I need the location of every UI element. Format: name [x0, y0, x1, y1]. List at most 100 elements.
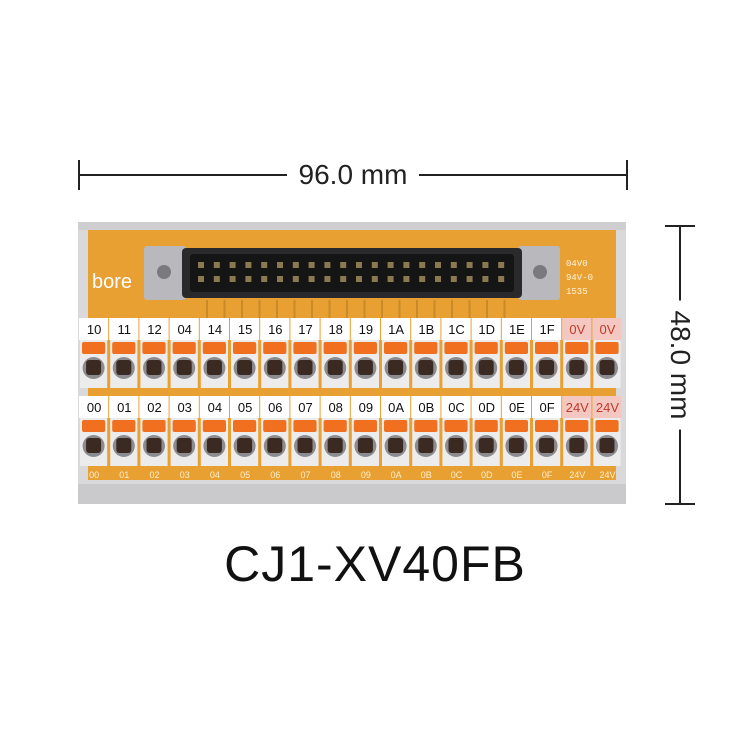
top-terminal-wire-hole [116, 360, 132, 375]
bottom-terminal-wire-hole [357, 438, 373, 453]
pcb-silkscreen-label: 0F [542, 470, 553, 480]
connector-pins [198, 262, 506, 318]
top-terminal-label-plate [411, 318, 441, 340]
top-terminal-lever[interactable] [384, 342, 408, 354]
bottom-terminal-wire-hole [297, 438, 313, 453]
top-terminal-lever[interactable] [323, 342, 347, 354]
top-terminal-lever[interactable] [233, 342, 257, 354]
pcb-trace [311, 300, 313, 318]
bottom-terminal-lever[interactable] [142, 420, 166, 432]
connector-pin [482, 276, 489, 282]
top-terminal-lever[interactable] [414, 342, 438, 354]
pcb-trace [346, 300, 348, 318]
bottom-terminal-label-plate [109, 396, 139, 418]
bottom-terminal-label-plate [532, 396, 562, 418]
bottom-terminal-label-plate [230, 396, 260, 418]
connector-pin [213, 276, 220, 282]
connector-pin [498, 276, 505, 282]
pcb-trace [486, 300, 488, 318]
height-dimension-label: 48.0 mm [664, 300, 696, 430]
top-terminal-lever[interactable] [202, 342, 226, 354]
top-terminal-label-plate [260, 318, 290, 340]
model-name: CJ1-XV40FB [224, 536, 526, 592]
bottom-terminal-wire-hole [599, 438, 615, 453]
bottom-terminal-label: 24V [566, 400, 589, 415]
bottom-terminal-lever[interactable] [202, 420, 226, 432]
bottom-terminal-label-plate [592, 396, 622, 418]
bottom-terminal-lever[interactable] [384, 420, 408, 432]
top-terminal-lever[interactable] [172, 342, 196, 354]
bottom-terminal-lever[interactable] [414, 420, 438, 432]
pcb-silkscreen-label: 04 [210, 470, 220, 480]
top-terminal-lever[interactable] [474, 342, 498, 354]
top-terminal-wire-hole [448, 360, 464, 375]
top-terminal-wire-hole [539, 360, 555, 375]
top-terminal-label-plate [230, 318, 260, 340]
top-terminal-lever[interactable] [504, 342, 528, 354]
pcb-silkscreen-label: 07 [300, 470, 310, 480]
bottom-terminal-wire-hole [478, 438, 494, 453]
bottom-terminal-lever[interactable] [82, 420, 106, 432]
top-terminal-lever[interactable] [595, 342, 619, 354]
bottom-terminal-lever[interactable] [323, 420, 347, 432]
top-terminal-wire-hole [388, 360, 404, 375]
bottom-terminal-lever[interactable] [172, 420, 196, 432]
connector-pin [371, 262, 378, 268]
bottom-terminal-lever[interactable] [233, 420, 257, 432]
bottom-terminal-label: 05 [238, 400, 252, 415]
din-rail-top [78, 222, 626, 230]
bottom-terminal-lever[interactable] [353, 420, 377, 432]
bottom-terminal-lever[interactable] [112, 420, 136, 432]
top-terminal-lever[interactable] [263, 342, 287, 354]
top-terminal-label-plate [199, 318, 229, 340]
connector-pin [198, 276, 204, 282]
bottom-terminal-label: 0C [448, 400, 465, 415]
connector-pin [403, 276, 410, 282]
top-terminal-label: 0V [600, 322, 616, 337]
bottom-terminal-label: 24V [596, 400, 619, 415]
bottom-terminal-label-plate [79, 396, 109, 418]
top-terminal-label: 14 [208, 322, 222, 337]
bottom-terminal-lever[interactable] [474, 420, 498, 432]
connector-pin [371, 276, 378, 282]
bottom-terminal-lever[interactable] [595, 420, 619, 432]
top-terminal-label: 11 [118, 322, 132, 337]
top-terminal-label: 16 [268, 322, 282, 337]
pcb-silkscreen-label: 01 [119, 470, 129, 480]
connector-pin [261, 276, 268, 282]
bottom-terminal-lever[interactable] [263, 420, 287, 432]
top-terminal-label: 1E [509, 322, 525, 337]
bottom-terminal-wire-hole [418, 438, 434, 453]
bottom-terminal-lever[interactable] [535, 420, 559, 432]
top-terminal-lever[interactable] [565, 342, 589, 354]
pcb-trace [381, 300, 383, 318]
top-terminal-wire-hole [86, 360, 102, 375]
bottom-terminal-label-plate [169, 396, 199, 418]
top-terminal-label: 1B [418, 322, 434, 337]
bottom-terminal-label-plate [139, 396, 169, 418]
top-terminal-lever[interactable] [444, 342, 468, 354]
top-terminal-label-plate [320, 318, 350, 340]
bottom-terminal-wire-hole [508, 438, 524, 453]
bottom-terminal-wire-hole [146, 438, 162, 453]
top-terminal-label: 1F [540, 322, 555, 337]
connector-pin [308, 262, 315, 268]
top-terminal-lever[interactable] [82, 342, 106, 354]
connector-pin [450, 276, 457, 282]
pcb-trace [468, 300, 471, 318]
pcb-silkscreen-label: 0B [421, 470, 432, 480]
top-terminal-wire-hole [418, 360, 434, 375]
top-terminal-lever[interactable] [293, 342, 317, 354]
top-terminal-lever[interactable] [142, 342, 166, 354]
bottom-terminal-lever[interactable] [444, 420, 468, 432]
top-terminal-label-plate [562, 318, 592, 340]
pcb-silkscreen-label: 09 [361, 470, 371, 480]
pcb-silkscreen-label: 0C [451, 470, 463, 480]
top-terminal-lever[interactable] [535, 342, 559, 354]
bottom-terminal-lever[interactable] [565, 420, 589, 432]
top-terminal-lever[interactable] [112, 342, 136, 354]
top-terminal-lever[interactable] [353, 342, 377, 354]
bottom-terminal-lever[interactable] [293, 420, 317, 432]
bottom-terminal-lever[interactable] [504, 420, 528, 432]
top-terminal-wire-hole [206, 360, 222, 375]
